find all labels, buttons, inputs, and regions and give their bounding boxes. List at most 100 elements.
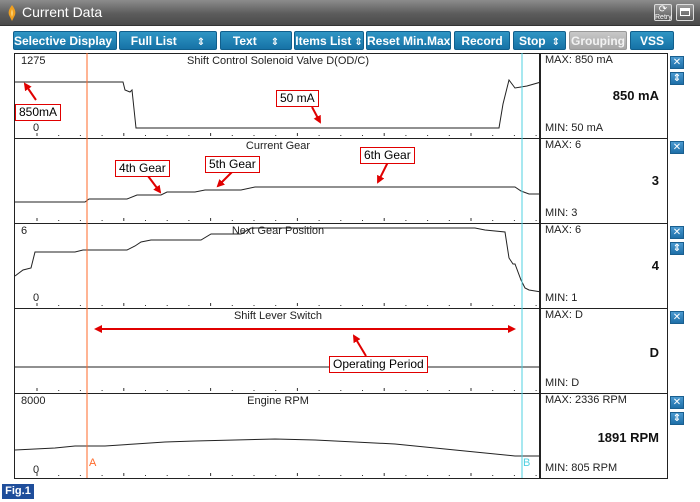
window-title: Current Data [22, 4, 103, 20]
grouping-label: Grouping [571, 34, 625, 48]
updown-icon: ⇕ [196, 37, 206, 48]
x-axis-ticks [36, 473, 537, 476]
max-value: MAX: 850 mA [545, 54, 613, 66]
next-gear-position-plot [15, 227, 539, 306]
x-axis-ticks [36, 218, 537, 221]
scale-max: 6 [21, 225, 28, 237]
updown-arrows-icon: ⇕ [672, 73, 682, 84]
max-value: MAX: 6 [545, 224, 582, 236]
reset-min-max-button[interactable]: Reset Min.Max [366, 31, 451, 50]
shift-lever-switch-plot [15, 366, 539, 391]
items-list-label: Items List [295, 34, 352, 48]
solenoid-valve-trace [15, 78, 539, 129]
max-value: MAX: D [545, 309, 583, 321]
solenoid-valve-plot [15, 78, 539, 136]
title-bar: Current Data ⟳ Retry [0, 0, 700, 26]
annotation-850ma: 850mA [15, 104, 62, 121]
x-axis-ticks [36, 388, 537, 391]
grouping-button[interactable]: Grouping [569, 31, 627, 50]
current-gear-trace [15, 186, 539, 203]
text-dropdown[interactable]: Text ⇕ [220, 31, 292, 50]
figure-label: Fig.1 [2, 484, 34, 499]
stop-dropdown[interactable]: Stop ⇕ [513, 31, 566, 50]
min-value: MIN: 3 [545, 207, 578, 219]
engine-rpm-trace [15, 438, 539, 457]
close-icon: ✕ [672, 227, 682, 238]
current-gear-plot [15, 186, 539, 221]
graph-current-gear: Current Gear [14, 138, 540, 224]
value-panel-current-gear: MAX: 6 3 MIN: 3 [540, 138, 668, 224]
reset-min-max-label: Reset Min.Max [367, 34, 451, 48]
close-icon: ✕ [672, 57, 682, 68]
engine-rpm-plot [15, 438, 539, 476]
vss-button[interactable]: VSS [630, 31, 674, 50]
updown-arrows-icon: ⇕ [672, 413, 682, 424]
retry-button[interactable]: ⟳ Retry [654, 4, 672, 21]
value-panel-engine-rpm: MAX: 2336 RPM 1891 RPM MIN: 805 RPM [540, 393, 668, 479]
annotation-50ma: 50 mA [276, 90, 319, 107]
graph-next-gear-position: 6 0 Next Gear Position [14, 223, 540, 309]
close-graph-button[interactable]: ✕ [670, 141, 684, 154]
vss-label: VSS [639, 34, 664, 48]
scale-button[interactable]: ⇕ [670, 242, 684, 255]
full-list-dropdown[interactable]: Full List ⇕ [119, 31, 217, 50]
close-graph-button[interactable]: ✕ [670, 311, 684, 324]
graph-title: Engine RPM [247, 395, 309, 407]
annotation-6th-gear: 6th Gear [360, 147, 415, 164]
graph-shift-lever-switch: Shift Lever Switch [14, 308, 540, 394]
max-value: MAX: 2336 RPM [545, 394, 627, 406]
min-value: MIN: 1 [545, 292, 578, 304]
scale-button[interactable]: ⇕ [670, 72, 684, 85]
graph-engine-rpm: 8000 0 Engine RPM [14, 393, 540, 479]
annotation-operating-period: Operating Period [329, 356, 428, 373]
record-label: Record [461, 34, 503, 48]
close-icon: ✕ [672, 142, 682, 153]
close-graph-button[interactable]: ✕ [670, 396, 684, 409]
updown-icon: ⇕ [270, 37, 280, 48]
close-graph-button[interactable]: ✕ [670, 56, 684, 69]
scale-max: 8000 [21, 395, 46, 407]
min-value: MIN: D [545, 377, 580, 389]
min-value: MIN: 50 mA [545, 122, 604, 134]
selective-display-label: Selective Display [14, 34, 113, 48]
value-panel-next-gear-position: MAX: 6 4 MIN: 1 [540, 223, 668, 309]
min-value: MIN: 805 RPM [545, 462, 618, 474]
stop-label: Stop [518, 34, 546, 48]
toolbar: Selective Display⇕ Full List⇕ Text⇕ Item… [0, 26, 700, 53]
scale-min: 0 [33, 122, 40, 134]
value-panel-solenoid-valve: MAX: 850 mA 850 mA MIN: 50 mA [540, 53, 668, 139]
x-axis-ticks [36, 303, 537, 306]
updown-arrows-icon: ⇕ [672, 243, 682, 254]
current-value: 4 [651, 258, 659, 273]
selective-display-dropdown[interactable]: Selective Display⇕ [13, 31, 123, 50]
current-value: 850 mA [612, 88, 659, 103]
scale-min: 0 [33, 464, 40, 476]
close-graph-button[interactable]: ✕ [670, 226, 684, 239]
annotation-5th-gear: 5th Gear [205, 156, 260, 173]
record-button[interactable]: Record [454, 31, 510, 50]
updown-icon: ⇕ [551, 37, 561, 48]
window-icon [680, 8, 690, 16]
scale-max: 1275 [21, 55, 46, 67]
close-icon: ✕ [672, 397, 682, 408]
max-value: MAX: 6 [545, 139, 582, 151]
graph-title: Next Gear Position [231, 225, 325, 237]
current-value: 3 [651, 173, 659, 188]
graph-title: Shift Control Solenoid Valve D(OD/C) [187, 55, 369, 67]
next-gear-position-trace [15, 227, 539, 293]
close-icon: ✕ [672, 312, 682, 323]
graph-title: Current Gear [245, 140, 311, 152]
full-list-label: Full List [130, 34, 177, 48]
text-label: Text [232, 34, 257, 48]
window-toggle-button[interactable] [676, 4, 694, 21]
scale-button[interactable]: ⇕ [670, 412, 684, 425]
current-value: D [649, 345, 659, 360]
x-axis-ticks [36, 133, 537, 136]
graph-title: Shift Lever Switch [233, 310, 323, 322]
scale-min: 0 [33, 292, 40, 304]
app-icon [8, 5, 16, 21]
items-list-dropdown[interactable]: Items List⇕ [294, 31, 364, 50]
updown-icon: ⇕ [354, 37, 363, 48]
annotation-4th-gear: 4th Gear [115, 160, 170, 177]
